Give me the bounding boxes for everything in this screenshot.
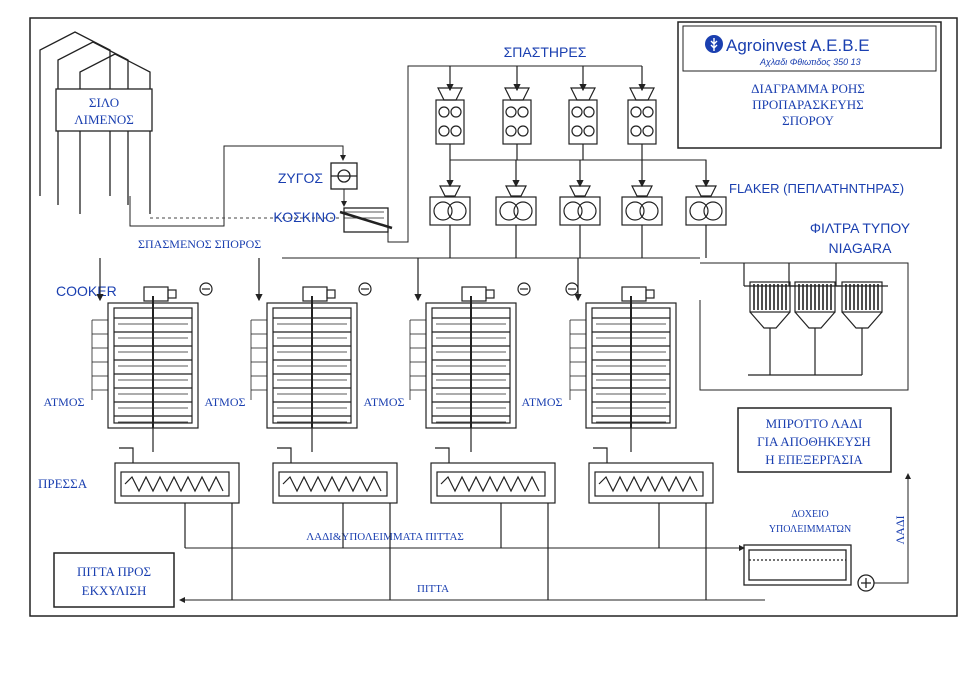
- cooker-2: [250, 258, 372, 452]
- cooker-4: [565, 258, 677, 452]
- flaker-4: [621, 160, 663, 258]
- cake-extraction-label-1: ΠΙΤΤΑ ΠΡΟΣ: [77, 564, 151, 579]
- diagram-title-line-1: ΔΙΑΓΡΑΜΜΑ ΡΟΗΣ: [751, 81, 865, 96]
- filters-return-line: [699, 262, 909, 391]
- press-4: [588, 447, 714, 600]
- company-logo-icon: [705, 35, 723, 53]
- crushers-group: [435, 66, 657, 160]
- flaker-1: [429, 160, 471, 258]
- scale-unit: [330, 162, 358, 190]
- presses-group: [114, 447, 714, 600]
- pump-to-storage-line: [874, 473, 911, 584]
- silo-label-1: ΣΙΛΟ: [89, 95, 119, 110]
- flaker-5: [685, 160, 727, 258]
- press-2: [272, 447, 398, 600]
- diagram-title-line-2: ΠΡΟΠΑΡΑΣΚΕΥΗΣ: [752, 97, 863, 112]
- press-label: ΠΡΕΣΣΑ: [38, 476, 88, 491]
- oil-residue-label: ΛΑΔΙ&ΥΠΟΛΕΙΜΜΑΤΑ ΠΙΤΤΑΣ: [306, 531, 464, 543]
- crusher-2: [502, 66, 532, 160]
- exhaust-fan-icon: [565, 282, 579, 296]
- sieve-label: ΚΟΣΚΙΝΟ: [273, 209, 336, 225]
- steam-label-1: ΑΤΜΟΣ: [44, 395, 85, 409]
- diagram-title-line-3: ΣΠΟΡΟΥ: [782, 113, 834, 128]
- flaker-2: [495, 160, 537, 258]
- silo-label-2: ΛΙΜΕΝΟΣ: [74, 112, 134, 127]
- crushers-collector-line: [450, 159, 707, 186]
- residue-tank: [743, 544, 852, 586]
- sieve-unit: [339, 207, 393, 233]
- cake-extraction-label-2: ΕΚΧΥΛΙΣΗ: [82, 583, 147, 598]
- crusher-3: [568, 66, 598, 160]
- cooker-motor-icon: [302, 286, 328, 302]
- crusher-1: [435, 66, 465, 160]
- cooker-motor-icon: [461, 286, 487, 302]
- cookers-group: [91, 258, 677, 452]
- niagara-filters-group: [743, 263, 888, 376]
- company-name: Agroinvest A.E.B.E: [726, 36, 870, 55]
- storage-label-2: ΓΙΑ ΑΠΟΘΗΚΕΥΣΗ: [757, 434, 871, 449]
- cooker-label: COOKER: [56, 283, 117, 299]
- niagara-filter-3: [835, 263, 888, 375]
- cooker-1: [91, 258, 213, 452]
- broken-seed-label: ΣΠΑΣΜΕΝΟΣ ΣΠΟΡΟΣ: [138, 237, 261, 251]
- storage-label-1: ΜΠΡΟΤΤΟ ΛΑΔΙ: [766, 416, 863, 431]
- press-3: [430, 447, 556, 600]
- steam-label-2: ΑΤΜΟΣ: [205, 395, 246, 409]
- title-block: Agroinvest A.E.B.E Αχλαδι Φθιωτιδος 350 …: [677, 21, 942, 149]
- cake-extraction-box: [53, 552, 175, 608]
- oil-label: ΛΑΔΙ: [893, 515, 907, 544]
- niagara-filter-2: [788, 263, 841, 375]
- oil-pump-icon: [857, 574, 875, 592]
- niagara-filter-1: [743, 263, 796, 375]
- exhaust-fan-icon: [199, 282, 213, 296]
- silo: [39, 31, 153, 214]
- flaker-label: FLAKER (ΠΕΠΛΑΤΗΝΤΗΡΑΣ): [729, 181, 904, 196]
- exhaust-fan-icon: [358, 282, 372, 296]
- flaker-3: [559, 160, 601, 258]
- steam-label-4: ΑΤΜΟΣ: [522, 395, 563, 409]
- company-address: Αχλαδι Φθιωτιδος 350 13: [759, 57, 861, 67]
- tank-label-2: ΥΠΟΛΕΙΜΜΑΤΩΝ: [769, 524, 851, 535]
- cooker-3: [409, 258, 531, 452]
- cake-label: ΠΙΤΤΑ: [417, 583, 449, 595]
- crusher-4: [627, 66, 657, 160]
- silo-to-scale-line: [129, 145, 346, 227]
- tank-label-1: ΔΟΧΕΙΟ: [791, 509, 828, 520]
- press-1: [114, 447, 240, 600]
- steam-label-3: ΑΤΜΟΣ: [364, 395, 405, 409]
- exhaust-fan-icon: [517, 282, 531, 296]
- filters-label-2: NIAGARA: [828, 240, 892, 256]
- diagram-frame: [29, 17, 958, 617]
- storage-box: [737, 407, 892, 473]
- flakers-group: [429, 160, 727, 258]
- sieve-to-crushers-line: [387, 65, 642, 243]
- cooker-motor-icon: [621, 286, 647, 302]
- filters-label-1: ΦΙΛΤΡΑ ΤΥΠΟΥ: [810, 220, 911, 236]
- cooker-motor-icon: [143, 286, 169, 302]
- storage-label-3: Η ΕΠΕΞΕΡΓΑΣΙΑ: [765, 452, 863, 467]
- scale-label: ΖΥΓΟΣ: [278, 170, 323, 186]
- crushers-label: ΣΠΑΣΤΗΡΕΣ: [504, 44, 587, 60]
